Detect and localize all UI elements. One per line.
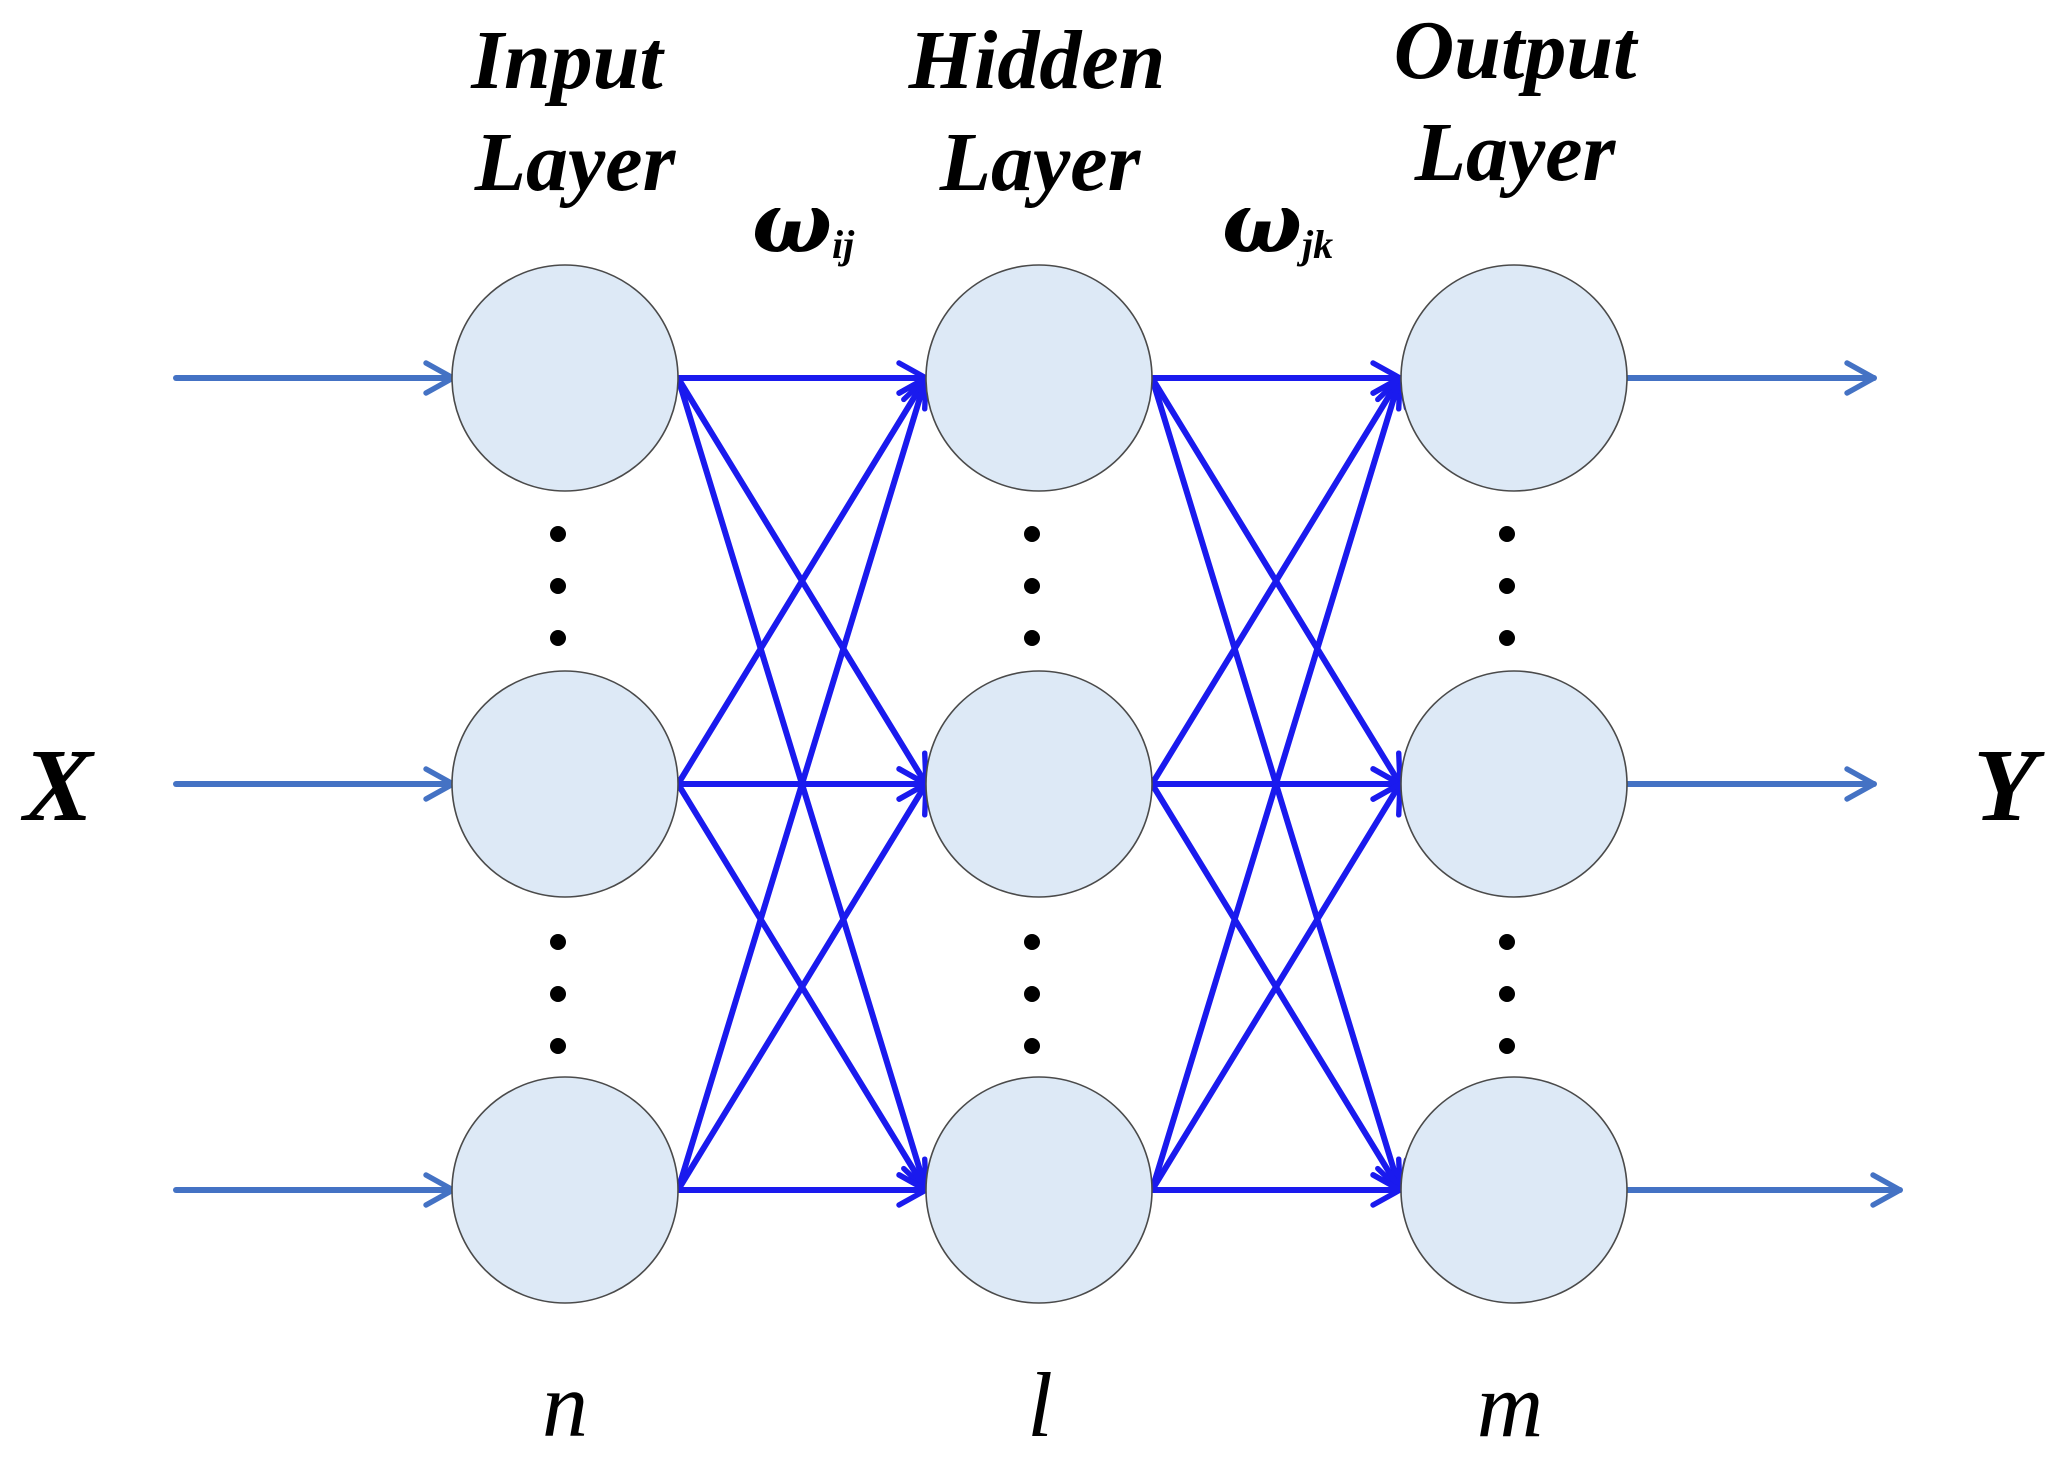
output-layer-size: m: [1477, 1354, 1543, 1456]
input-vector-label: X: [20, 728, 95, 843]
ellipsis-dot: [550, 1038, 566, 1054]
ellipsis-dot: [1024, 630, 1040, 646]
weight-label-jk: ω jk: [1222, 173, 1333, 272]
ellipsis-dot: [1499, 578, 1515, 594]
output-layer-title-line2: Layer: [1414, 106, 1617, 199]
weight-label-ij: ω ij: [752, 173, 855, 272]
input-layer-nodes: [451, 264, 679, 1304]
hidden-node: [925, 264, 1153, 492]
output-node: [1400, 264, 1628, 492]
ellipsis-dot: [1499, 934, 1515, 950]
ellipsis-dot: [550, 934, 566, 950]
hidden-node: [925, 670, 1153, 898]
ellipsis-dot: [1499, 986, 1515, 1002]
input-node: [451, 1076, 679, 1304]
hidden-layer-title: Hidden: [908, 14, 1166, 107]
ellipsis-dots-output: [1499, 526, 1515, 1054]
ellipsis-dots-input: [550, 526, 566, 1054]
ellipsis-dot: [1024, 986, 1040, 1002]
ellipsis-dot: [1024, 578, 1040, 594]
output-vector-label: Y: [1973, 728, 2045, 843]
connection: [675, 781, 929, 1193]
weight-symbol-ij: ω: [752, 173, 832, 272]
ellipsis-dot: [1499, 630, 1515, 646]
hidden-layer-size: l: [1027, 1354, 1053, 1456]
connection: [675, 375, 936, 1193]
ellipsis-dot: [1499, 1038, 1515, 1054]
hidden-layer-title-line2: Layer: [939, 116, 1142, 209]
ellipsis-dot: [550, 630, 566, 646]
ellipsis-dot: [550, 986, 566, 1002]
ellipsis-dots-hidden: [1024, 526, 1040, 1054]
connection: [1149, 375, 1403, 787]
output-node: [1400, 670, 1628, 898]
weight-subscript-ij: ij: [832, 222, 855, 267]
weight-symbol-jk: ω: [1222, 173, 1302, 272]
connection: [1149, 781, 1403, 1193]
input-node: [451, 670, 679, 898]
weight-subscript-jk: jk: [1296, 222, 1333, 267]
input-layer-size: n: [542, 1354, 588, 1456]
hidden-node: [925, 1076, 1153, 1304]
ellipsis-dot: [1024, 934, 1040, 950]
output-layer-nodes: [1400, 264, 1628, 1304]
input-node: [451, 264, 679, 492]
connections-hidden-output: [1149, 360, 1410, 1208]
input-layer-title: Input: [470, 14, 665, 107]
ellipsis-dot: [1024, 1038, 1040, 1054]
output-node: [1400, 1076, 1628, 1304]
connection: [1149, 375, 1410, 1193]
ellipsis-dot: [550, 526, 566, 542]
connections-input-hidden: [675, 360, 936, 1208]
ellipsis-dot: [550, 578, 566, 594]
input-layer-title-line2: Layer: [474, 116, 677, 209]
output-layer-title: Output: [1394, 4, 1639, 97]
connection: [675, 375, 929, 787]
ellipsis-dot: [1024, 526, 1040, 542]
output-arrows: [1624, 360, 1903, 1208]
input-arrows: [173, 360, 456, 1208]
ellipsis-dot: [1499, 526, 1515, 542]
hidden-layer-nodes: [925, 264, 1153, 1304]
